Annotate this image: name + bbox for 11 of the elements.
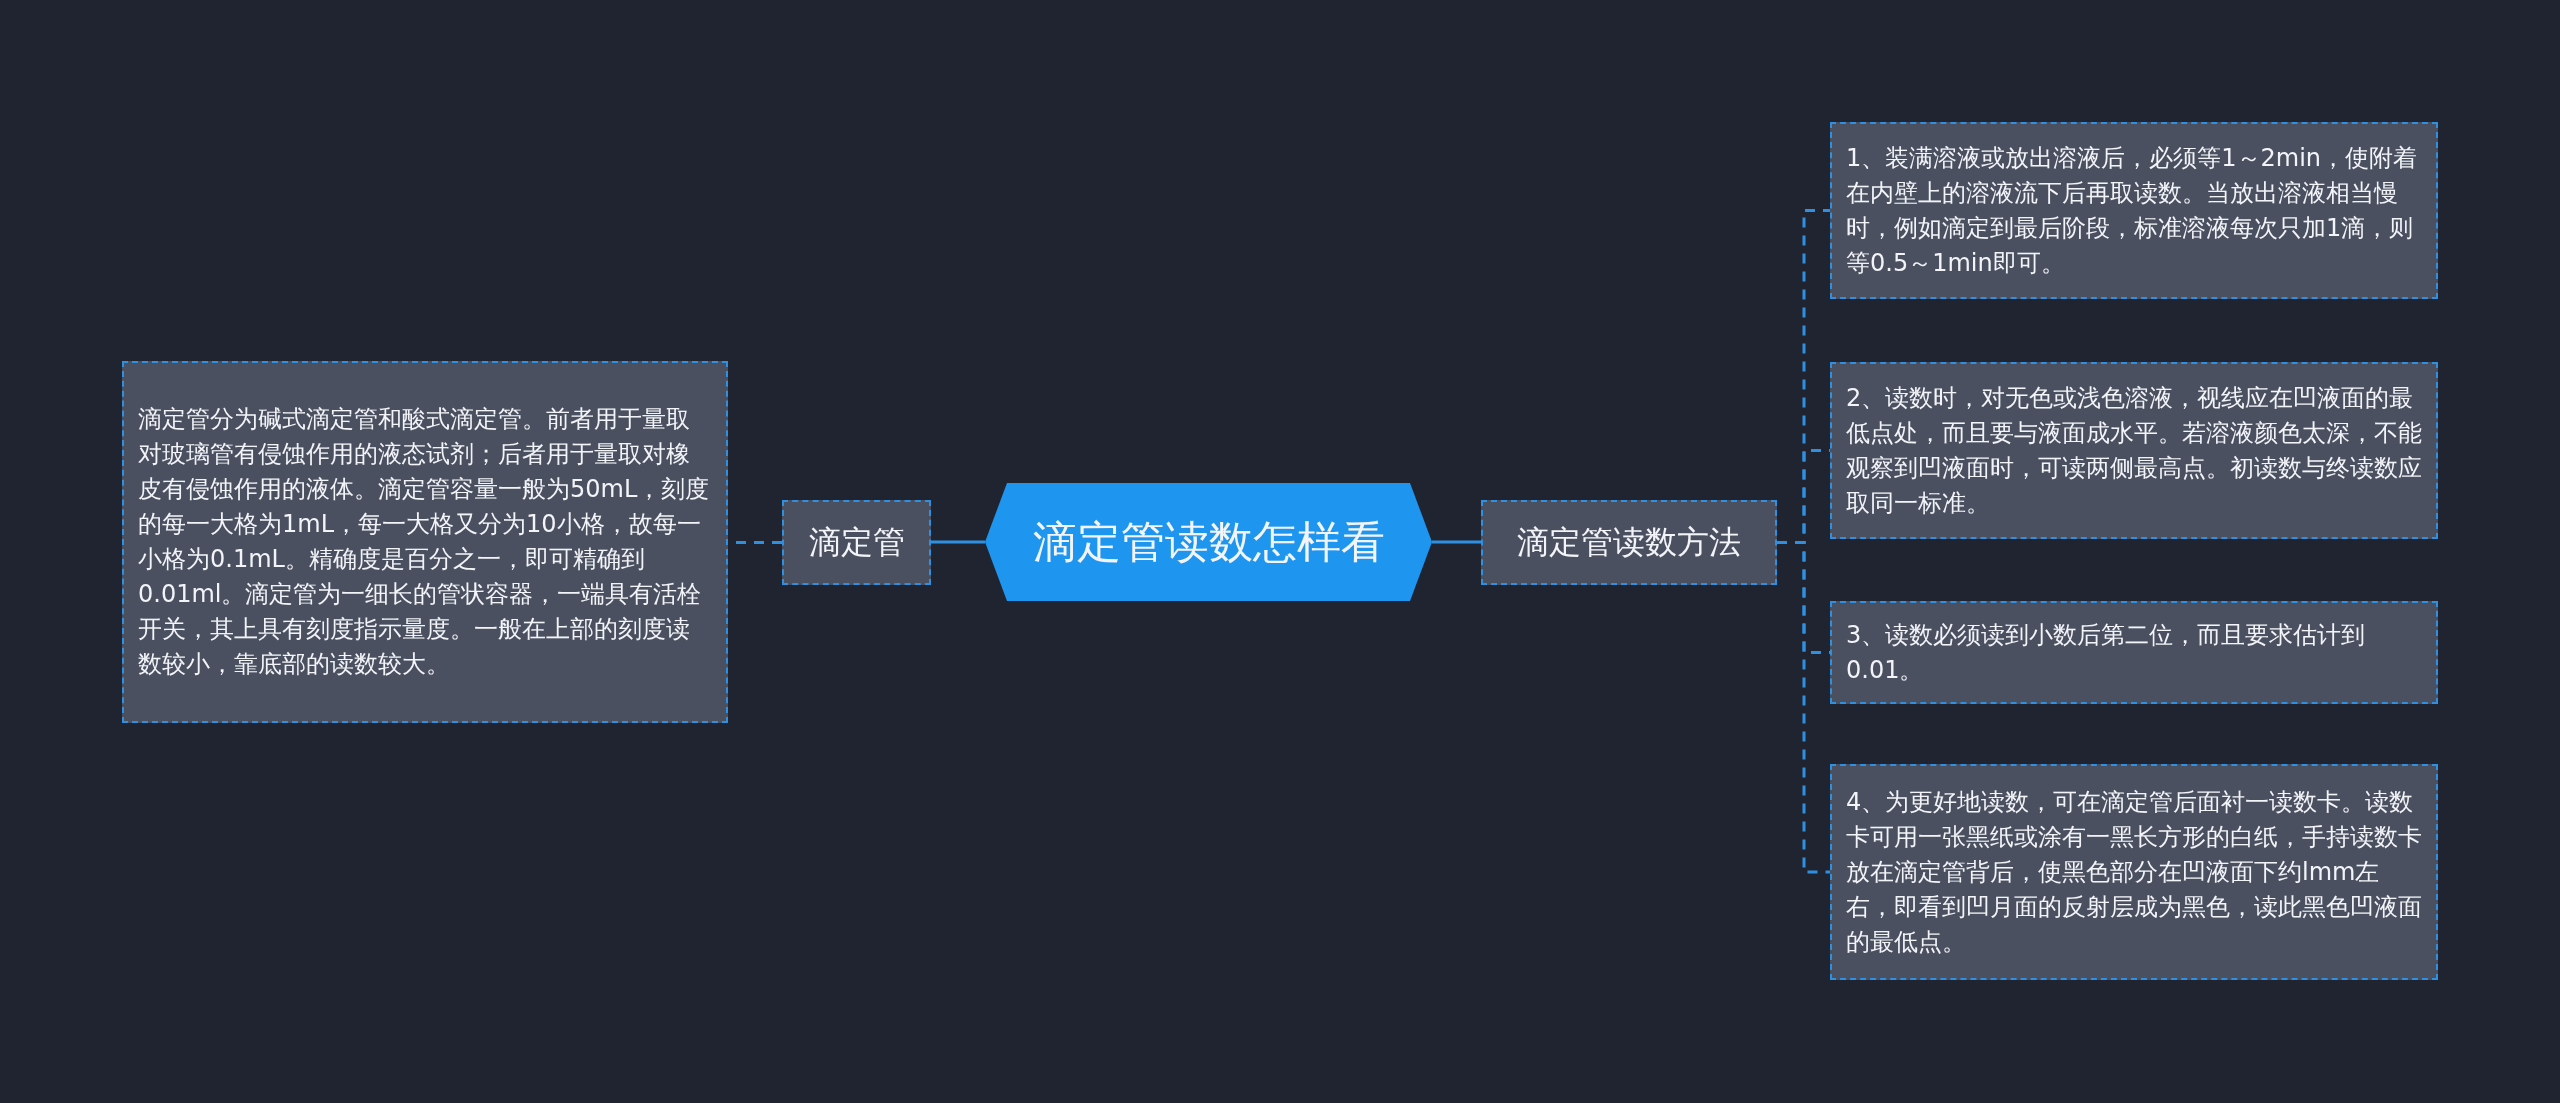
topic-box: 滴定管读数方法 [1481, 500, 1777, 585]
note-box: 滴定管分为碱式滴定管和酸式滴定管。前者用于量取对玻璃管有侵蚀作用的液态试剂；后者用于量取对橡皮有侵蚀作用的液体。滴定管容量一般为50mL，刻度的每一大格为1mL，每一大格又分为10小格，故每一小格为0.1mL。精确度是百分之一，即可精确到0.01ml。滴定管为一细长的管状容器，一端具有活栓开关，其上具有刻度指示量度。一般在上部的刻度读数较小，靠底部的读数较大。 [122, 361, 728, 723]
topic-box: 滴定管 [782, 500, 931, 585]
note-box: 3、读数必须读到小数后第二位，而且要求估计到0.01。 [1830, 601, 2438, 704]
connector-line [1432, 540, 1481, 544]
connector-line [1777, 541, 1830, 874]
connector-line [931, 540, 985, 544]
note-box: 2、读数时，对无色或浅色溶液，视线应在凹液面的最低点处，而且要与液面成水平。若溶液颜色太深，不能观察到凹液面时，可读两侧最高点。初读数与终读数应取同一标准。 [1830, 362, 2438, 539]
note-box: 4、为更好地读数，可在滴定管后面衬一读数卡。读数卡可用一张黑纸或涂有一黑长方形的白纸，手持读数卡放在滴定管背后，使黑色部分在凹液面下约lmm左右，即看到凹月面的反射层成为黑色，读此黑色凹液面的最低点。 [1830, 764, 2438, 980]
note-box: 1、装满溶液或放出溶液后，必须等1～2min，使附着在内壁上的溶液流下后再取读数。当放出溶液相当慢时，例如滴定到最后阶段，标准溶液每次只加1滴，则等0.5～1min即可。 [1830, 122, 2438, 299]
topic-hexagon: 滴定管读数怎样看 [985, 483, 1432, 601]
